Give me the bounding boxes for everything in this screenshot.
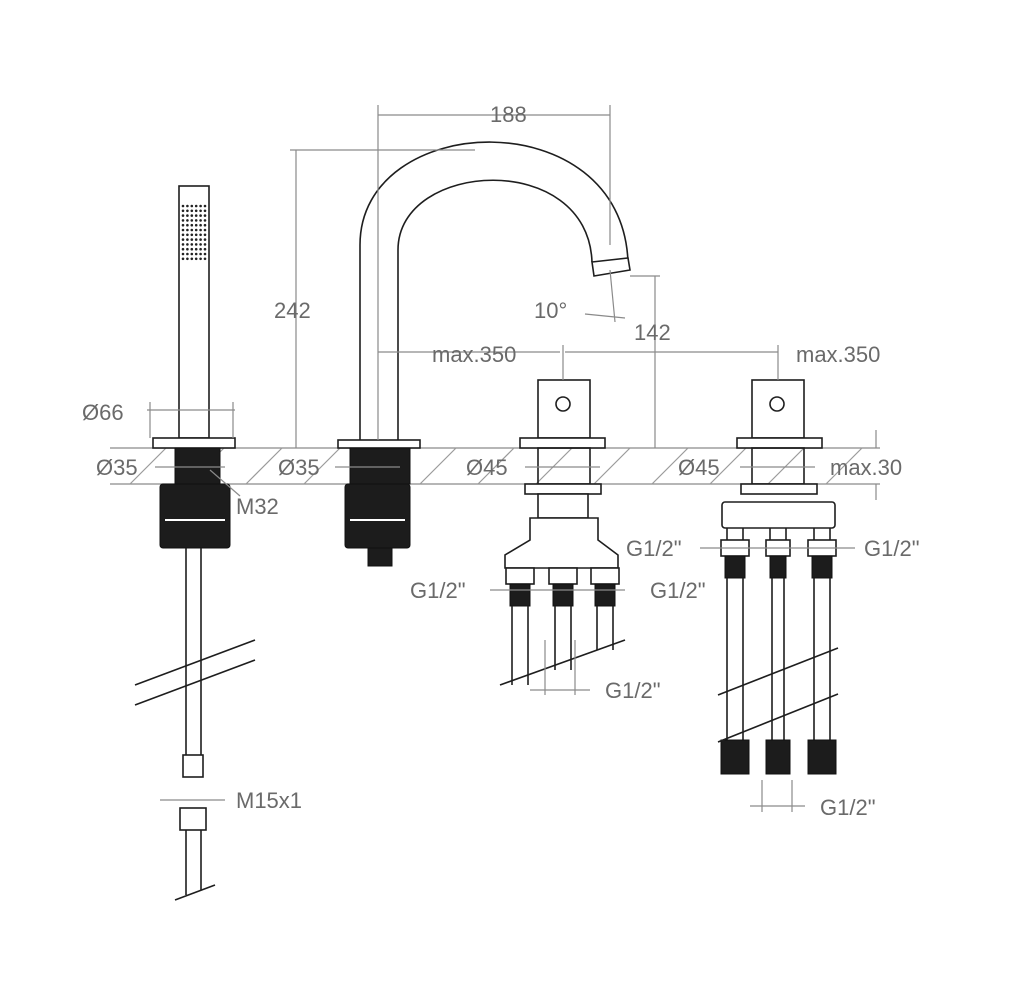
label-outlet-angle: 10° <box>534 298 567 323</box>
dimension-lines <box>147 105 877 812</box>
label-hose-connector: M15x1 <box>236 788 302 813</box>
label-spout-hole: Ø35 <box>278 455 320 480</box>
right-valve <box>717 379 839 775</box>
label-thread-m32: M32 <box>236 494 279 519</box>
label-deck-thickness: max.30 <box>830 455 902 480</box>
label-left-valve-in-right: G1/2" <box>650 578 706 603</box>
label-left-valve-out: G1/2" <box>605 678 661 703</box>
label-spout-reach: 188 <box>490 102 527 127</box>
label-max-spacing-left: max.350 <box>432 342 516 367</box>
label-valve-hole-right: Ø45 <box>678 455 720 480</box>
label-max-spacing-right: max.350 <box>796 342 880 367</box>
label-right-valve-out: G1/2" <box>820 795 876 820</box>
label-right-valve-in-left: G1/2" <box>626 536 682 561</box>
label-outlet-height: 142 <box>634 320 671 345</box>
label-right-valve-in-right: G1/2" <box>864 536 920 561</box>
label-valve-hole-left: Ø45 <box>466 455 508 480</box>
label-shower-flange-diameter: Ø66 <box>82 400 124 425</box>
label-left-valve-in-left: G1/2" <box>410 578 466 603</box>
label-spout-height: 242 <box>274 298 311 323</box>
left-valve <box>499 379 626 686</box>
label-shower-hole: Ø35 <box>96 455 138 480</box>
hand-shower <box>134 185 256 901</box>
dimension-labels: 188 242 10° 142 max.350 max.350 Ø66 Ø35 … <box>82 102 920 820</box>
